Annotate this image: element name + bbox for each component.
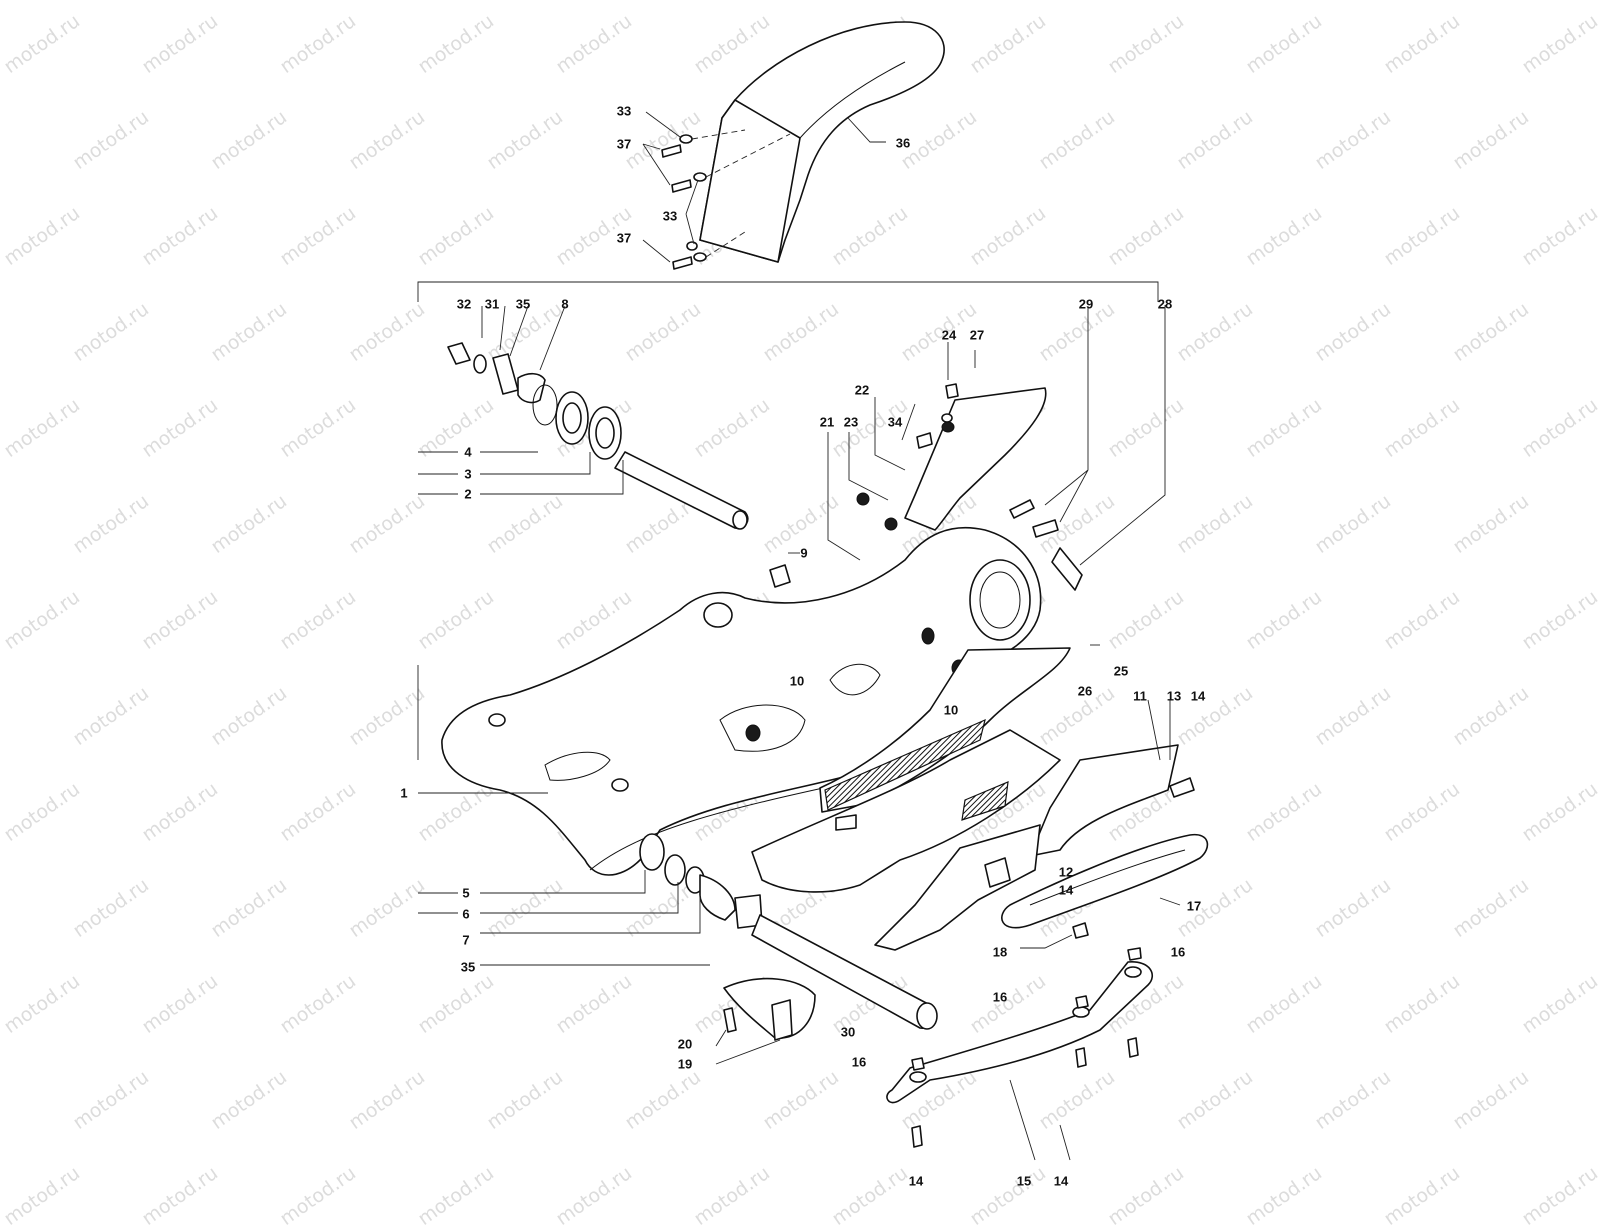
callout-14: 14 xyxy=(908,1173,924,1189)
callout-20: 20 xyxy=(677,1036,693,1052)
callout-27: 27 xyxy=(969,327,985,343)
callout-16: 16 xyxy=(851,1054,867,1070)
callout-6: 6 xyxy=(462,906,470,922)
callout-1: 1 xyxy=(400,785,408,801)
callout-13: 13 xyxy=(1166,688,1182,704)
callout-3: 3 xyxy=(464,466,472,482)
callout-23: 23 xyxy=(843,414,859,430)
callout-26: 26 xyxy=(1077,683,1093,699)
callout-9: 9 xyxy=(800,545,808,561)
callout-8: 8 xyxy=(561,296,569,312)
swingarm-drawing xyxy=(417,21,1209,1161)
callout-37: 37 xyxy=(616,230,632,246)
callout-12: 12 xyxy=(1058,864,1074,880)
callout-24: 24 xyxy=(941,327,957,343)
chain-plate-part-15 xyxy=(886,947,1153,1161)
callout-29: 29 xyxy=(1078,296,1094,312)
grease-nipple-part-9 xyxy=(769,552,800,588)
callout-37: 37 xyxy=(616,136,632,152)
callout-4: 4 xyxy=(464,444,472,460)
callout-32: 32 xyxy=(456,296,472,312)
callout-35: 35 xyxy=(515,296,531,312)
bolts-29 xyxy=(1009,305,1166,591)
chain-guard-lower-part-26 xyxy=(751,644,1100,893)
callout-14: 14 xyxy=(1058,882,1074,898)
rear-pivot-parts xyxy=(418,833,938,1030)
callout-10: 10 xyxy=(789,673,805,689)
callout-18: 18 xyxy=(992,944,1008,960)
group-bracket xyxy=(417,281,1159,302)
callout-21: 21 xyxy=(819,414,835,430)
callout-33: 33 xyxy=(616,103,632,119)
callout-5: 5 xyxy=(462,885,470,901)
callout-25: 25 xyxy=(1113,663,1129,679)
callout-16: 16 xyxy=(1170,944,1186,960)
callout-14: 14 xyxy=(1053,1173,1069,1189)
callout-2: 2 xyxy=(464,486,472,502)
callout-22: 22 xyxy=(854,382,870,398)
callout-17: 17 xyxy=(1186,898,1202,914)
callout-31: 31 xyxy=(484,296,500,312)
rear-mudguard-part-36 xyxy=(699,21,945,263)
callout-19: 19 xyxy=(677,1056,693,1072)
chain-guard-top-part-27 xyxy=(901,342,1047,531)
callout-14: 14 xyxy=(1190,688,1206,704)
callout-11: 11 xyxy=(1133,688,1147,704)
callout-35: 35 xyxy=(460,959,476,975)
callout-30: 30 xyxy=(840,1024,856,1040)
callout-34: 34 xyxy=(887,414,903,430)
callout-10: 10 xyxy=(943,702,959,718)
callout-33: 33 xyxy=(662,208,678,224)
callout-7: 7 xyxy=(462,932,470,948)
callout-36: 36 xyxy=(895,135,911,151)
callout-16: 16 xyxy=(992,989,1008,1005)
chain-slider-part-11 xyxy=(874,699,1195,951)
mudguard-fasteners xyxy=(642,111,791,270)
pivot-axle-assembly xyxy=(418,305,749,530)
bracket-part-19 xyxy=(715,977,816,1065)
nuts-21-23 xyxy=(827,397,906,561)
callout-28: 28 xyxy=(1157,296,1173,312)
chain-guide-part-17 xyxy=(1001,833,1209,949)
callout-15: 15 xyxy=(1016,1173,1032,1189)
